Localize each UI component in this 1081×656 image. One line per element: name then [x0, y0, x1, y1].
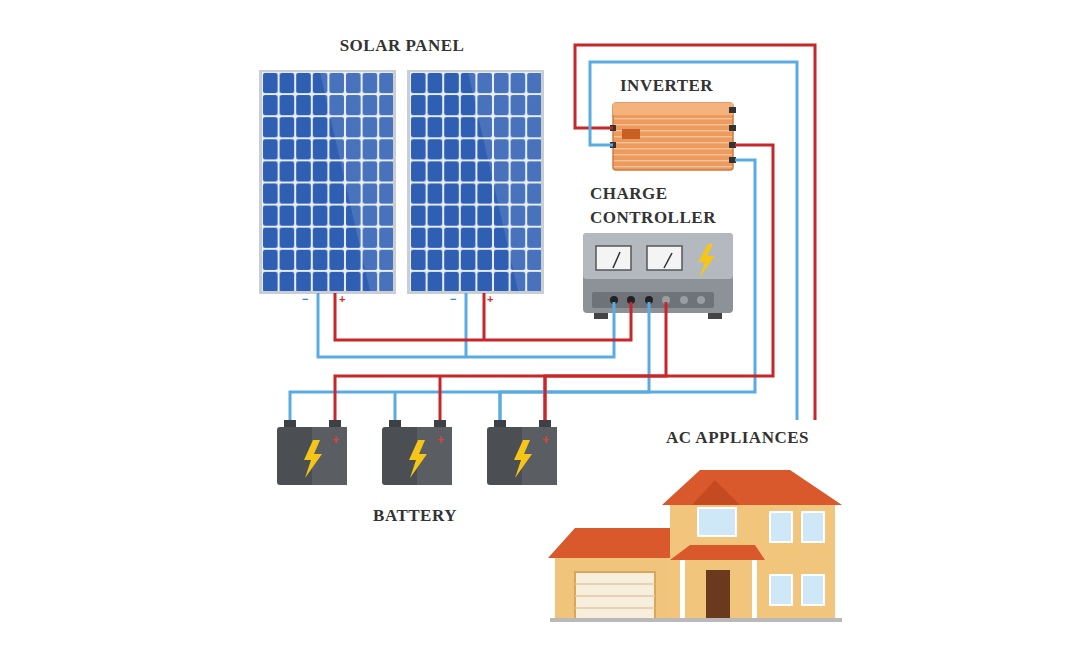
charge-controller-body [583, 233, 733, 319]
battery-cell [487, 427, 557, 485]
inverter-body [613, 103, 733, 115]
polarity-sign: + [437, 434, 444, 446]
house [752, 560, 757, 620]
house [575, 583, 655, 585]
inverter-body [729, 107, 736, 113]
component-region: AC APPLIANCES [550, 420, 845, 625]
battery-cell [487, 420, 557, 485]
solar-panel-1 [320, 72, 393, 291]
component-region: CHARGE CONTROLLER [583, 180, 733, 302]
wire [500, 160, 755, 420]
charge-controller-body [680, 296, 688, 304]
component-heading: BATTERY [276, 504, 554, 528]
battery-cell [277, 420, 347, 485]
wire [318, 293, 614, 357]
house [770, 575, 792, 605]
solar-panel-1 [259, 70, 396, 294]
wire [394, 392, 397, 420]
charge-controller-body [583, 233, 733, 279]
charge-controller-body [596, 246, 631, 270]
house [770, 512, 792, 542]
battery-bank [277, 420, 557, 485]
inverter-body [622, 129, 640, 139]
house [575, 572, 655, 620]
house [670, 500, 835, 620]
house [802, 512, 824, 542]
wire [290, 302, 649, 420]
charge-controller-body [697, 296, 705, 304]
battery-cell [304, 440, 322, 478]
wire-pair [500, 145, 773, 420]
wire-pair [290, 302, 666, 420]
component-region: INVERTER [613, 72, 735, 170]
solar-panel-2 [468, 72, 541, 291]
polarity-sign: − [450, 294, 456, 305]
polarity-sign: − [302, 294, 308, 305]
component-region: SOLAR PANEL [258, 30, 546, 293]
component-region: BATTERY [270, 420, 560, 532]
battery-cell [277, 427, 347, 485]
charge-controller-body [664, 253, 672, 268]
component-heading: CHARGE CONTROLLER [590, 182, 727, 230]
battery-cell [514, 440, 532, 478]
wire [545, 145, 773, 420]
charge-controller-body [592, 292, 714, 308]
component-heading: AC APPLIANCES [556, 426, 809, 450]
inverter-body [613, 103, 733, 170]
inverter-body [610, 103, 736, 170]
component-heading: SOLAR PANEL [264, 34, 540, 58]
solar-panel-1 [262, 72, 393, 291]
inverter-body [729, 125, 736, 131]
charge-controller-body [594, 313, 608, 319]
wire-pair [318, 293, 631, 357]
battery-cell [409, 440, 427, 478]
polarity-sign: + [542, 434, 549, 446]
component-heading: INVERTER [620, 74, 729, 98]
wire [335, 293, 631, 340]
charge-controller-body [583, 233, 733, 313]
wire [439, 376, 442, 420]
house [692, 480, 740, 505]
house [575, 607, 655, 609]
house [575, 584, 655, 608]
charge-controller-body [647, 246, 682, 270]
battery-cell [382, 420, 452, 485]
battery-cell [382, 427, 452, 485]
charge-controller-body [613, 252, 620, 268]
house [698, 508, 736, 536]
house [575, 595, 655, 597]
house [550, 618, 842, 622]
wire [465, 293, 468, 357]
solar-panel-2 [407, 70, 544, 294]
inverter-body [729, 142, 736, 148]
house [680, 560, 685, 620]
house [706, 570, 730, 620]
solar-panel-2 [410, 72, 541, 291]
wire [575, 45, 815, 420]
polarity-sign: + [332, 434, 339, 446]
house [548, 470, 842, 622]
charge-controller-body [698, 244, 715, 278]
house [670, 545, 765, 560]
inverter-body [729, 157, 736, 163]
polarity-sign: + [487, 294, 493, 305]
solar-panel-1 [259, 70, 396, 294]
solar-panel-2 [407, 70, 544, 294]
polarity-sign: + [339, 294, 345, 305]
charge-controller-body [708, 313, 722, 319]
wire [590, 62, 797, 420]
house [662, 470, 842, 505]
house [802, 575, 824, 605]
wire [483, 293, 486, 340]
wire-pair [575, 45, 815, 420]
